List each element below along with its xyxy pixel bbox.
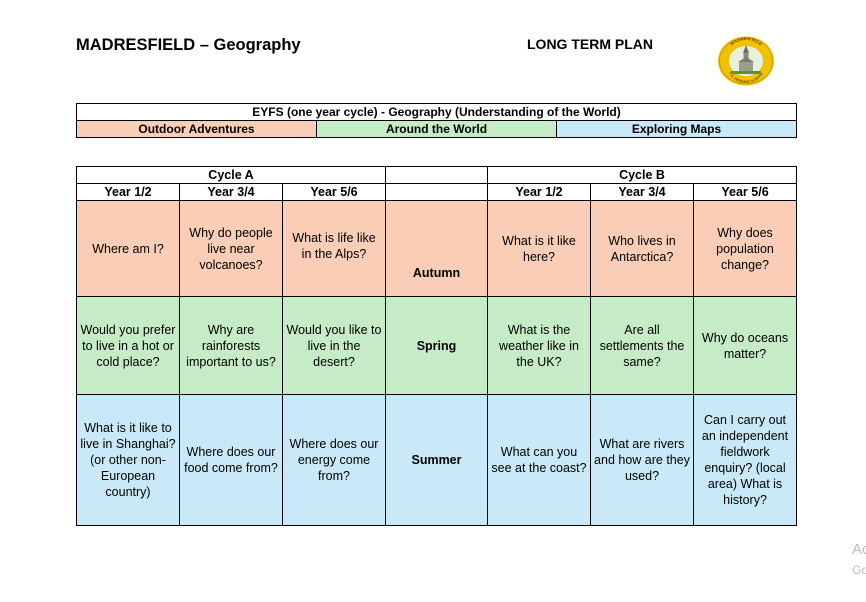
plan-title: LONG TERM PLAN bbox=[527, 36, 653, 52]
summer-row: What is it like to live in Shanghai? (or… bbox=[76, 394, 798, 526]
long-term-plan-table: Cycle A Cycle B Year 1/2 Year 3/4 Year 5… bbox=[76, 166, 798, 526]
blank-header bbox=[385, 183, 488, 201]
eyfs-theme-maps: Exploring Maps bbox=[555, 120, 798, 138]
question-cell: Where does our energy come from? bbox=[282, 394, 386, 526]
question-cell: Where does our food come from? bbox=[179, 394, 283, 526]
question-cell: Can I carry out an independent fieldwork… bbox=[692, 394, 798, 526]
question-cell: Why do people live near volcanoes? bbox=[179, 200, 283, 297]
question-cell: What are rivers and how are they used? bbox=[590, 394, 694, 526]
page-title: MADRESFIELD – Geography bbox=[76, 36, 301, 54]
question-cell: What is it like to live in Shanghai? (or… bbox=[76, 394, 180, 526]
watermark-line: Ac bbox=[852, 541, 866, 558]
cycle-a-header: Cycle A bbox=[76, 166, 386, 184]
autumn-row: Where am I? Why do people live near volc… bbox=[76, 200, 798, 297]
question-cell: Where am I? bbox=[76, 200, 180, 297]
question-cell: Would you prefer to live in a hot or col… bbox=[76, 296, 180, 395]
question-cell: What can you see at the coast? bbox=[487, 394, 591, 526]
question-cell: Would you like to live in the desert? bbox=[282, 296, 386, 395]
spring-row: Would you prefer to live in a hot or col… bbox=[76, 296, 798, 395]
activation-watermark: Ac Go bbox=[852, 540, 866, 580]
blank-header bbox=[385, 166, 488, 184]
question-cell: Why does population change? bbox=[692, 200, 798, 297]
question-cell: Who lives in Antarctica? bbox=[590, 200, 694, 297]
eyfs-theme-world: Around the World bbox=[316, 120, 557, 138]
year-header: Year 5/6 bbox=[282, 183, 386, 201]
year-header: Year 1/2 bbox=[76, 183, 180, 201]
question-cell: What is life like in the Alps? bbox=[282, 200, 386, 297]
question-cell: Why do oceans matter? bbox=[692, 296, 798, 395]
watermark-line: Go bbox=[852, 563, 866, 577]
year-header: Year 3/4 bbox=[179, 183, 283, 201]
year-header: Year 1/2 bbox=[487, 183, 591, 201]
cycle-b-header: Cycle B bbox=[486, 166, 798, 184]
question-cell: What is the weather like in the UK? bbox=[487, 296, 591, 395]
season-label-spring: Spring bbox=[385, 296, 488, 395]
year-header: Year 5/6 bbox=[692, 183, 798, 201]
season-label-autumn: Autumn bbox=[385, 200, 488, 297]
question-cell: What is it like here? bbox=[487, 200, 591, 297]
year-header: Year 3/4 bbox=[590, 183, 694, 201]
question-cell: Why are rainforests important to us? bbox=[179, 296, 283, 395]
eyfs-title: EYFS (one year cycle) - Geography (Under… bbox=[75, 103, 798, 121]
school-logo: MADRESFIELD C.E. PRIMARY SCHOOL bbox=[718, 36, 774, 86]
question-cell: Are all settlements the same? bbox=[590, 296, 694, 395]
eyfs-theme-outdoor: Outdoor Adventures bbox=[76, 120, 317, 138]
eyfs-table: EYFS (one year cycle) - Geography (Under… bbox=[75, 103, 798, 138]
season-label-summer: Summer bbox=[385, 394, 488, 526]
